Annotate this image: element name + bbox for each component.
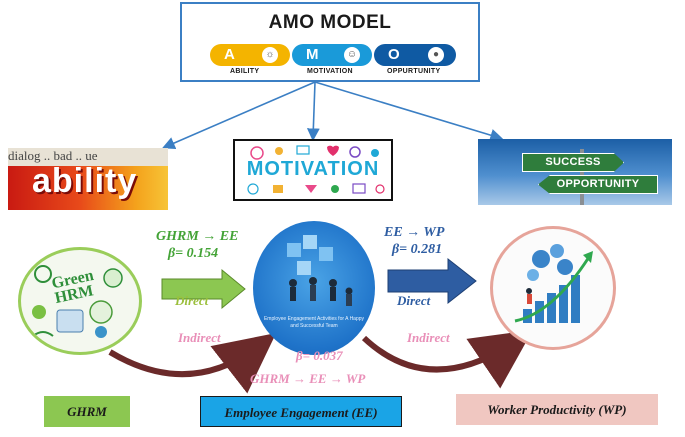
ability-pill: A ☼ (210, 44, 290, 66)
motivation-letter: M (306, 46, 319, 63)
opportunity-pill: O ● (374, 44, 456, 66)
ee-wp-beta: β= 0.281 (392, 242, 443, 257)
ghrm-ee-path: GHRM → EE (156, 229, 239, 244)
lightbulb-icon: ☼ (262, 47, 278, 63)
arrow-to-motivation (306, 81, 320, 142)
direct-arrow-ee-wp (387, 257, 477, 305)
direct-label-1: Direct (175, 293, 209, 308)
indirect-label-1: Indirect (178, 330, 221, 345)
indirect-label-2: Indirect (407, 330, 450, 345)
motivation-image: MOTIVATION (233, 139, 393, 201)
ee-caption: Employee Engagement Activities for A Hap… (263, 316, 365, 329)
ghrm-ee-label: GHRM → EE β= 0.154 (156, 228, 238, 262)
opportunity-sign: OPPORTUNITY (538, 175, 658, 194)
ee-wp-path: EE → WP (384, 225, 445, 240)
indirect-arc-ghrm-ee (108, 332, 277, 394)
user-icon: ● (428, 47, 444, 63)
opportunity-caption: OPPURTUNITY (387, 68, 441, 75)
ability-image: dialog .. bad .. ue ability (8, 148, 168, 210)
ghrm-icons (32, 265, 123, 338)
arrow-to-ability (162, 81, 316, 150)
ghrm-box: GHRM (44, 396, 130, 427)
wp-circle (490, 226, 616, 350)
motivation-word: MOTIVATION (246, 158, 380, 180)
direct-label-2: Direct (397, 293, 431, 308)
indirect-path: GHRM → EE → WP (250, 371, 366, 386)
wp-box: Worker Productivity (WP) (456, 394, 658, 425)
opportunity-image: SUCCESS OPPORTUNITY (478, 139, 672, 205)
ghrm-circle: Green HRM (18, 247, 142, 355)
direct-arrow-ghrm-ee (161, 268, 246, 310)
motivation-icons (247, 145, 385, 195)
ability-word: ability (32, 162, 138, 200)
ee-circle: Employee Engagement Activities for A Hap… (253, 221, 375, 355)
ability-caption: ABILITY (230, 68, 260, 75)
ee-box: Employee Engagement (EE) (200, 396, 402, 427)
indirect-beta: β= 0.037 (296, 348, 343, 363)
ee-wp-label: EE → WP β= 0.281 (384, 224, 444, 258)
arrow-to-opportunity (314, 81, 504, 142)
ability-letter: A (224, 46, 235, 63)
motivation-caption: MOTIVATION (307, 68, 353, 75)
people-icon: ☺ (344, 47, 360, 63)
success-sign: SUCCESS (522, 153, 624, 172)
amo-title: AMO MODEL (268, 12, 392, 33)
opportunity-letter: O (388, 46, 400, 63)
newspaper-strip: dialog .. bad .. ue (8, 148, 168, 166)
wp-growth-chart (514, 244, 593, 323)
amo-model-box: AMO MODEL A ☼ M ☺ O ● ABILITY MOTIVATION… (180, 2, 480, 82)
ghrm-ee-beta: β= 0.154 (168, 246, 219, 261)
motivation-pill: M ☺ (292, 44, 372, 66)
ee-puzzle-people (287, 235, 353, 306)
indirect-arc-ee-wp (361, 329, 533, 389)
